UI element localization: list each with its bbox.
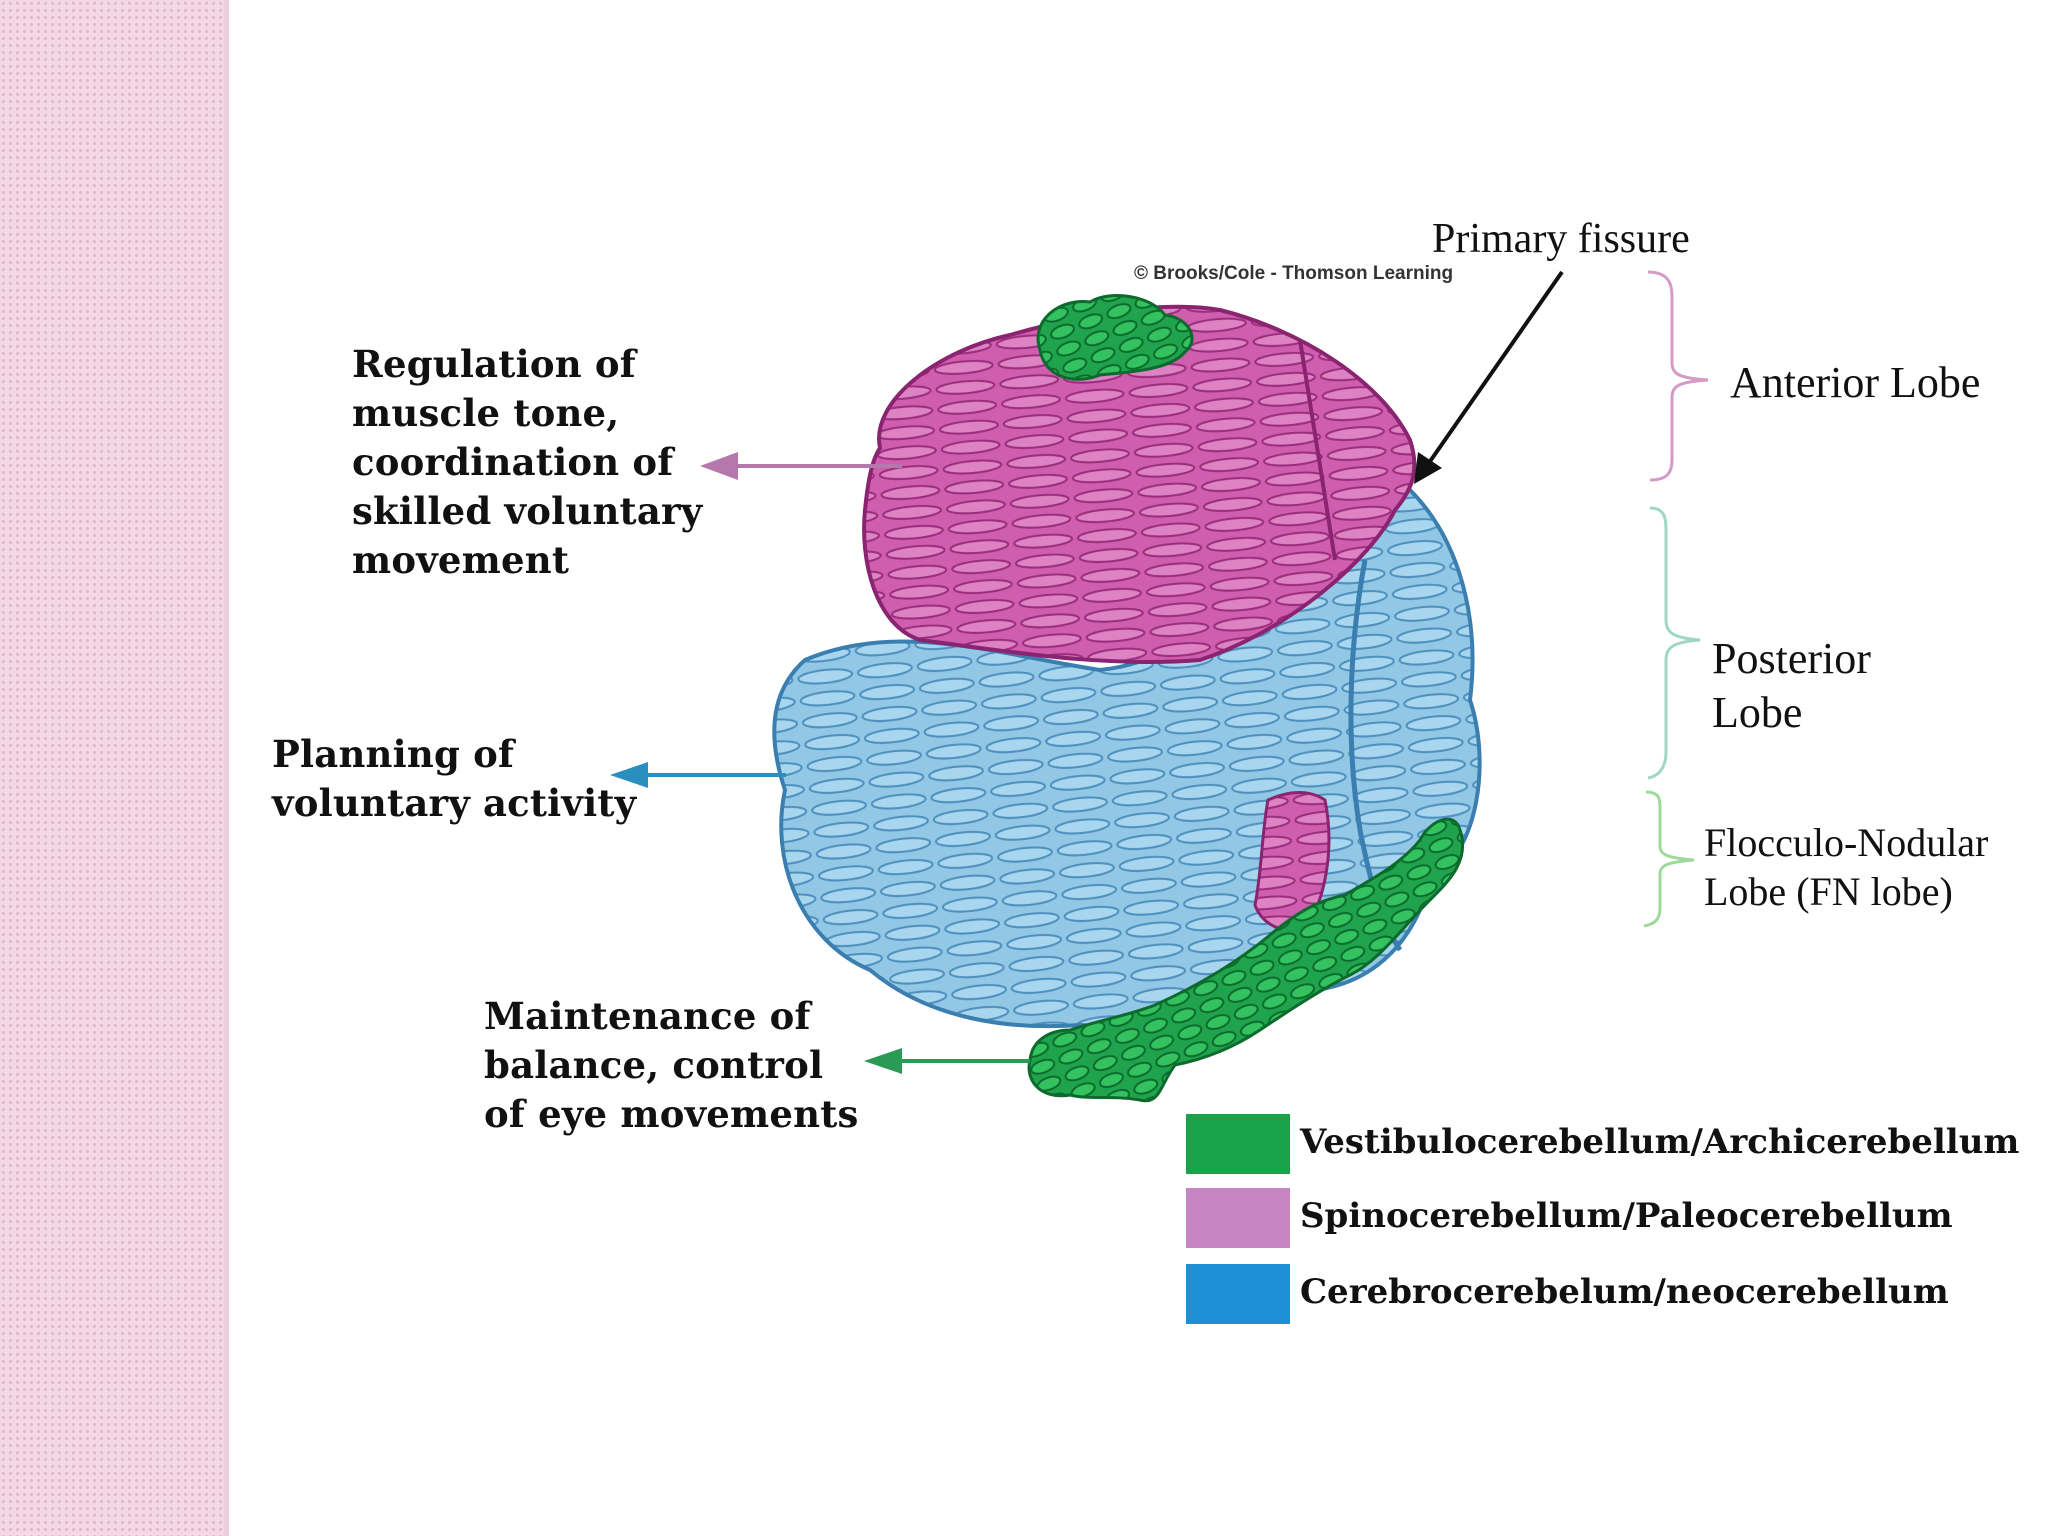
legend-swatch — [1186, 1264, 1290, 1324]
anterior-lobe-label: Anterior Lobe — [1730, 358, 1981, 407]
bracket-anterior-lobe — [1647, 270, 1709, 482]
posterior-lobe-label: Posterior Lobe — [1712, 634, 1871, 737]
image-credit: © Brooks/Cole - Thomson Learning — [1134, 263, 1454, 284]
function-balance: Maintenance of balance, control of eye m… — [484, 994, 859, 1136]
legend-label: Spinocerebellum/Paleocerebellum — [1300, 1196, 1953, 1236]
decorative-sidebar — [0, 0, 228, 1536]
legend-swatch — [1186, 1114, 1290, 1174]
vestibulocerebellum-top — [1036, 294, 1194, 381]
function-planning: Planning of voluntary activity — [272, 732, 637, 825]
legend-swatch — [1186, 1188, 1290, 1248]
bracket-posterior-lobe — [1647, 506, 1701, 780]
primary-fissure-label: Primary fissure — [1432, 216, 1690, 262]
sidebar-edge — [224, 0, 229, 1536]
bracket-fn-lobe — [1643, 790, 1695, 928]
legend-label: Cerebrocerebelum/neocerebellum — [1300, 1272, 1949, 1312]
legend-label: Vestibulocerebellum/Archicerebellum — [1300, 1122, 2020, 1162]
vestibulocerebellum-flocculus — [1027, 817, 1465, 1103]
function-muscle-tone: Regulation of muscle tone, coordination … — [352, 342, 703, 582]
fn-lobe-label: Flocculo-Nodular Lobe (FN lobe) — [1704, 820, 1989, 914]
primary-fissure-pointer — [1422, 270, 1564, 472]
